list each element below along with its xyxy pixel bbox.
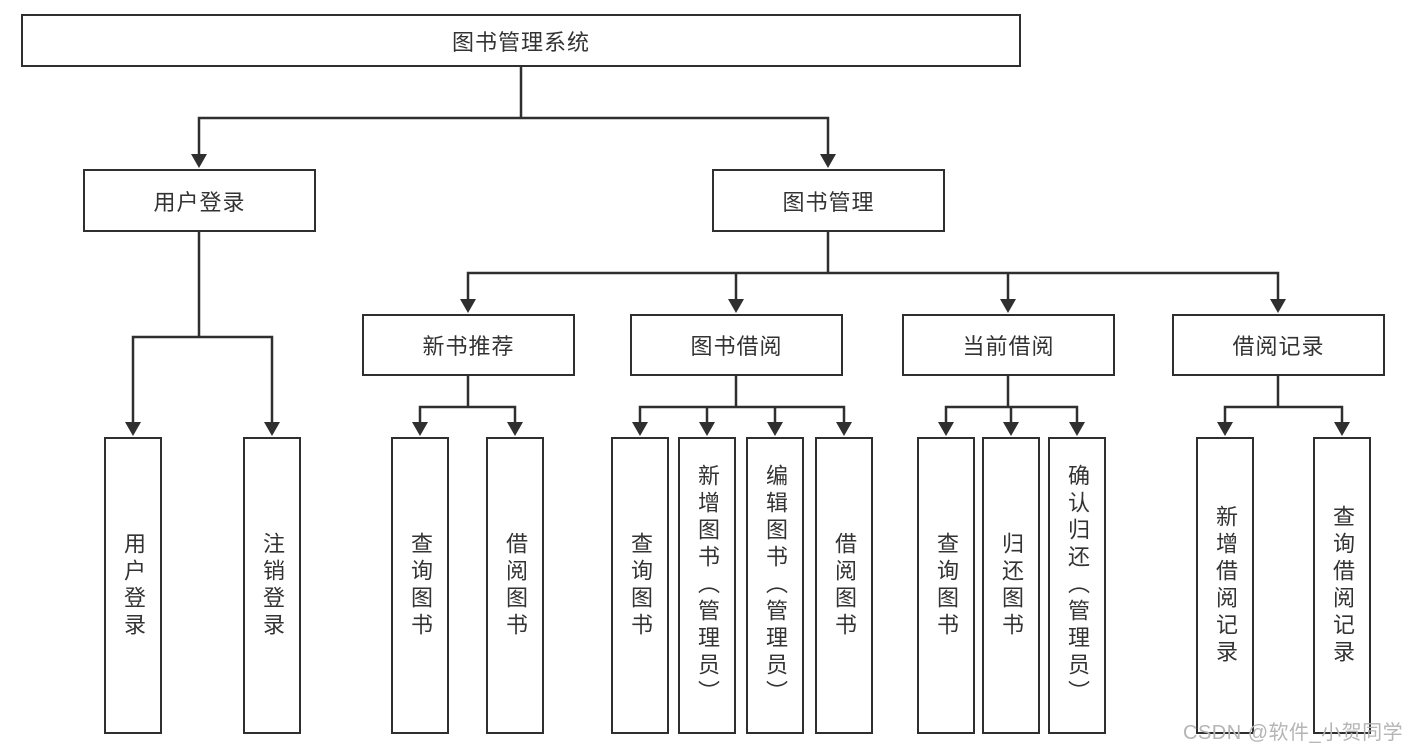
leaf-edit-books-admin: 编辑图书（管理员）	[746, 437, 804, 734]
leaf-label: 归还图书	[999, 531, 1024, 640]
leaf-return-books: 归还图书	[982, 437, 1040, 734]
node-user-login: 用户登录	[83, 169, 316, 232]
leaf-label: 查询图书	[628, 531, 653, 640]
leaf-add-books-admin: 新增图书（管理员）	[678, 437, 736, 734]
node-new-book-recommendation: 新书推荐	[362, 314, 575, 376]
leaf-label: 查询借阅记录	[1330, 504, 1355, 667]
csdn-watermark: CSDN @软件_小贺同学	[1183, 722, 1404, 744]
leaf-label: 确认归还（管理员）	[1065, 464, 1090, 707]
leaf-query-books-current: 查询图书	[917, 437, 975, 734]
leaf-borrow-books-recommend: 借阅图书	[486, 437, 544, 734]
leaf-query-books-recommend: 查询图书	[391, 437, 449, 734]
leaf-label: 查询图书	[934, 531, 959, 640]
node-current-borrowing: 当前借阅	[902, 314, 1115, 376]
node-book-management: 图书管理	[712, 169, 945, 232]
leaf-query-books-borrow: 查询图书	[611, 437, 669, 734]
leaf-label: 借阅图书	[832, 531, 857, 640]
leaf-label: 新增图书（管理员）	[695, 464, 720, 707]
leaf-logout: 注销登录	[243, 437, 301, 734]
tree-edges	[131, 67, 1344, 425]
leaf-label: 用户登录	[121, 531, 146, 640]
leaf-label: 新增借阅记录	[1213, 504, 1238, 667]
node-book-borrowing: 图书借阅	[630, 314, 843, 376]
leaf-query-borrow-record: 查询借阅记录	[1313, 437, 1371, 734]
node-borrowing-records: 借阅记录	[1172, 314, 1385, 376]
leaf-label: 借阅图书	[503, 531, 528, 640]
leaf-user-login: 用户登录	[104, 437, 162, 734]
leaf-confirm-return-admin: 确认归还（管理员）	[1048, 437, 1106, 734]
leaf-add-borrow-record: 新增借阅记录	[1196, 437, 1254, 734]
leaf-label: 注销登录	[260, 531, 285, 640]
node-root-library-management-system: 图书管理系统	[21, 14, 1021, 67]
leaf-borrow-books: 借阅图书	[815, 437, 873, 734]
leaf-label: 编辑图书（管理员）	[763, 464, 788, 707]
leaf-label: 查询图书	[408, 531, 433, 640]
